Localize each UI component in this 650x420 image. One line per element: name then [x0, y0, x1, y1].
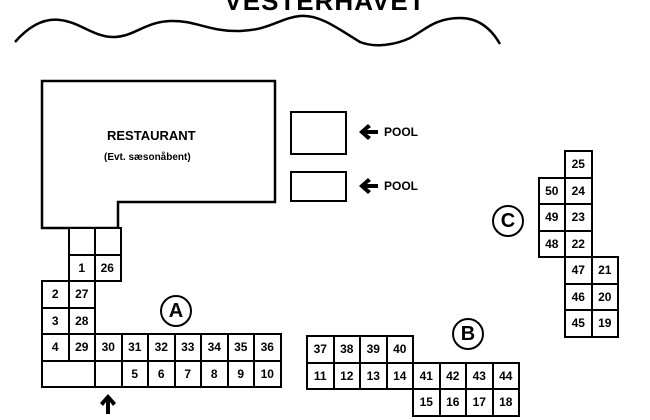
section-badge-b: B: [452, 318, 484, 350]
plot-cell[interactable]: 29: [67, 333, 96, 362]
section-badge-c: C: [492, 205, 524, 237]
plot-cell[interactable]: 27: [67, 280, 96, 309]
plot-cell[interactable]: 4: [41, 333, 70, 362]
plot-cell[interactable]: 42: [438, 361, 467, 390]
plot-cell[interactable]: 37: [306, 335, 335, 364]
pool-1: [290, 111, 347, 155]
plot-cell[interactable]: 38: [332, 335, 361, 364]
plot-cell[interactable]: 21: [590, 256, 619, 285]
plot-cell[interactable]: 43: [465, 361, 494, 390]
plot-cell[interactable]: 26: [93, 253, 122, 282]
plot-cell[interactable]: [93, 227, 122, 256]
plot-cell[interactable]: 2: [41, 280, 70, 309]
plot-cell[interactable]: 28: [67, 306, 96, 335]
plot-cell[interactable]: [67, 227, 96, 256]
plot-cell[interactable]: 36: [253, 333, 282, 362]
plot-cell[interactable]: 8: [200, 359, 229, 388]
plot-cell[interactable]: 31: [120, 333, 149, 362]
plot-cell[interactable]: 32: [147, 333, 176, 362]
map-title: VESTERHAVET: [224, 0, 426, 16]
plot-cell[interactable]: 10: [253, 359, 282, 388]
plot-cell[interactable]: 3: [41, 306, 70, 335]
plot-cell[interactable]: 23: [564, 203, 593, 232]
plot-cell[interactable]: 24: [564, 176, 593, 205]
plot-cell[interactable]: 18: [491, 388, 520, 417]
plot-cell[interactable]: 48: [537, 229, 566, 258]
plot-cell[interactable]: 22: [564, 229, 593, 258]
plot-cell[interactable]: 40: [385, 335, 414, 364]
plot-cell[interactable]: 17: [465, 388, 494, 417]
plot-cell[interactable]: 47: [564, 256, 593, 285]
sea-wave-line: [14, 14, 502, 47]
plot-cell[interactable]: 45: [564, 309, 593, 338]
plot-cell[interactable]: 20: [590, 282, 619, 311]
restaurant-building: [40, 79, 277, 230]
arrow-left-icon: [359, 178, 378, 194]
section-badge-a: A: [160, 295, 192, 327]
pool-label-1: POOL: [384, 125, 419, 139]
plot-cell[interactable]: 13: [359, 361, 388, 390]
plot-cell[interactable]: 50: [537, 176, 566, 205]
arrow-left-icon: [359, 124, 378, 140]
plot-cell[interactable]: 11: [306, 361, 335, 390]
plot-cell[interactable]: 14: [385, 361, 414, 390]
plot-cell[interactable]: 35: [226, 333, 255, 362]
plot-cell[interactable]: 44: [491, 361, 520, 390]
plot-cell[interactable]: 34: [200, 333, 229, 362]
plot-cell[interactable]: 25: [564, 150, 593, 179]
plot-cell[interactable]: 15: [412, 388, 441, 417]
plot-cell[interactable]: 33: [173, 333, 202, 362]
pool-2: [290, 171, 347, 202]
pool-label-2: POOL: [384, 179, 419, 193]
plot-cell[interactable]: [41, 359, 96, 388]
plot-cell[interactable]: 5: [120, 359, 149, 388]
plot-cell[interactable]: 16: [438, 388, 467, 417]
plot-cell[interactable]: 12: [332, 361, 361, 390]
plot-cell[interactable]: [94, 359, 123, 388]
plot-cell[interactable]: 6: [147, 359, 176, 388]
plot-cell[interactable]: 30: [94, 333, 123, 362]
restaurant-note: (Evt. sæsonåbent): [104, 152, 191, 163]
plot-cell[interactable]: 49: [537, 203, 566, 232]
plot-cell[interactable]: 9: [226, 359, 255, 388]
plot-cell[interactable]: 1: [67, 253, 96, 282]
plot-cell[interactable]: 7: [173, 359, 202, 388]
restaurant-label: RESTAURANT: [107, 128, 196, 143]
plot-cell[interactable]: 19: [590, 309, 619, 338]
arrow-up-icon: [100, 394, 116, 414]
plot-cell[interactable]: 39: [359, 335, 388, 364]
plot-cell[interactable]: 41: [412, 361, 441, 390]
plot-cell[interactable]: 46: [564, 282, 593, 311]
